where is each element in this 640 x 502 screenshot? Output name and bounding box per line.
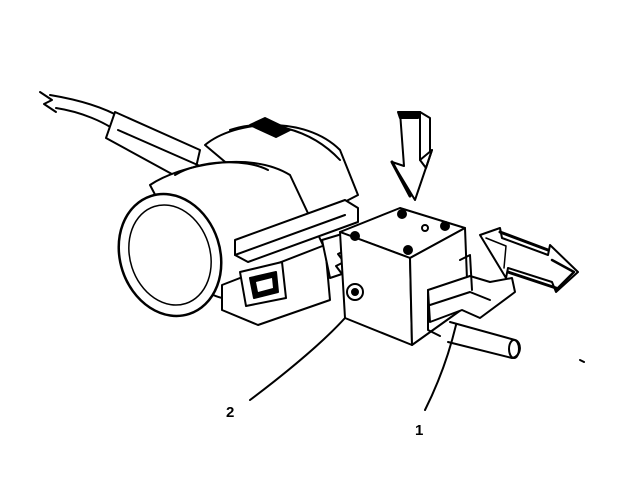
mounting-block	[321, 207, 469, 346]
callout-1-label: 1	[415, 422, 424, 439]
double-arrow-icon	[479, 227, 579, 293]
leader-line-1	[424, 324, 457, 411]
cable	[39, 91, 201, 186]
shaft-bracket	[427, 254, 521, 359]
motor-cylinder	[117, 117, 359, 318]
side-rail	[221, 199, 359, 326]
down-arrow-icon	[390, 111, 433, 201]
leader-line-2	[249, 317, 346, 401]
callout-2-label: 2	[226, 404, 235, 421]
stray-dot	[579, 359, 585, 363]
